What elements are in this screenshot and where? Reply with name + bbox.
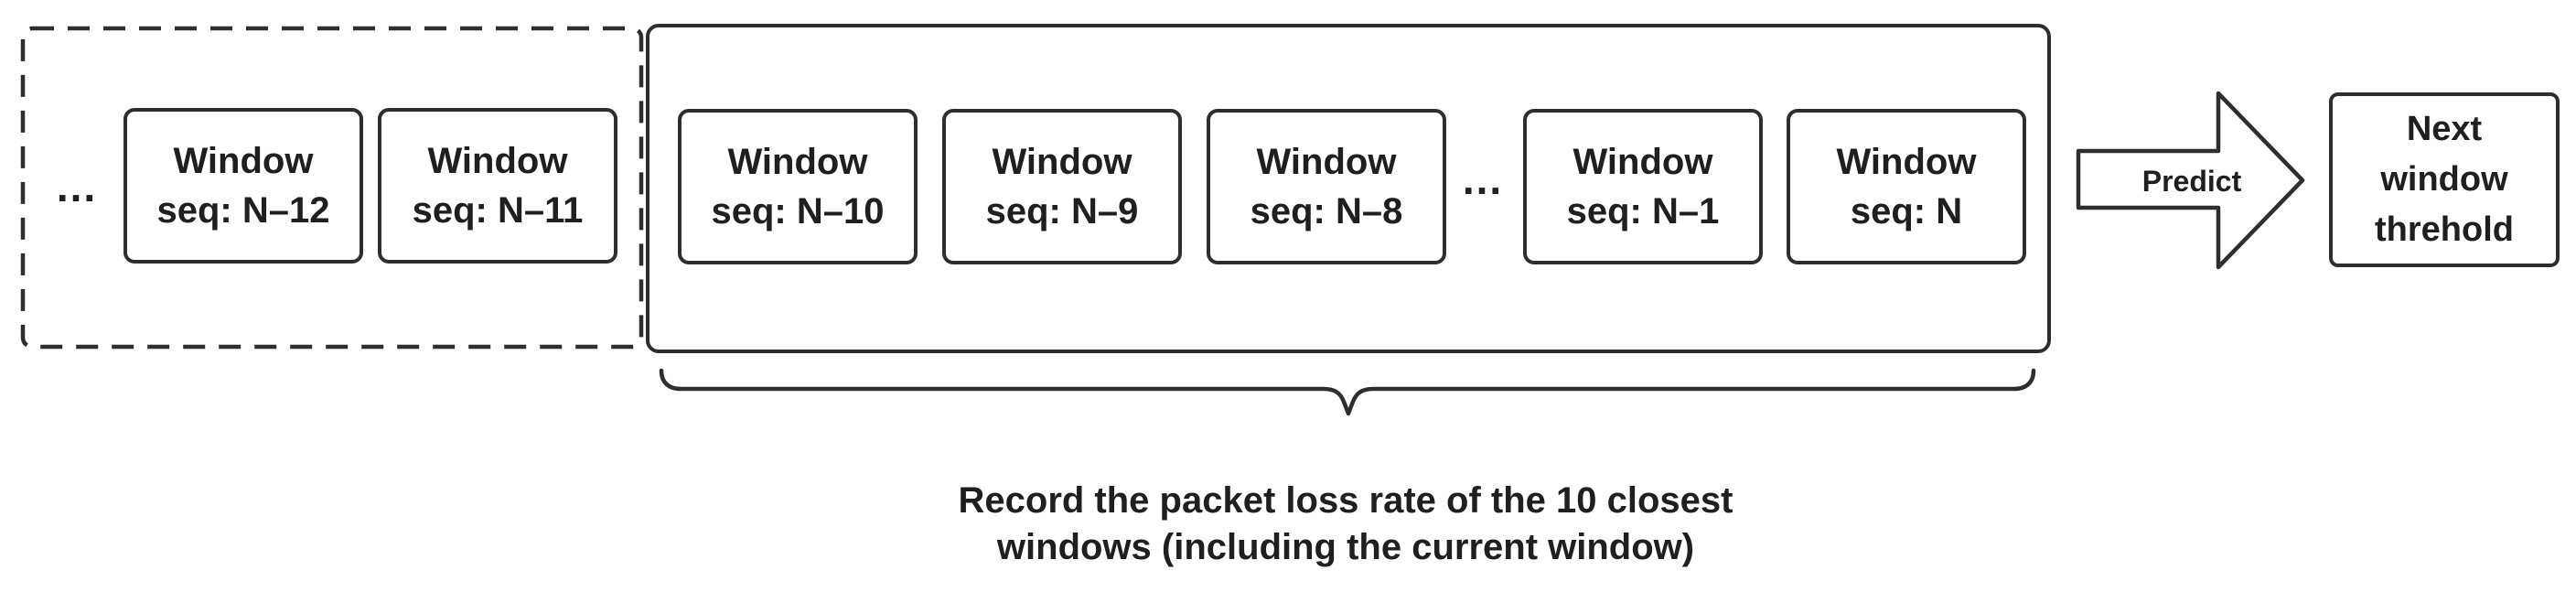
- brace-caption-line-2: windows (including the current window): [996, 527, 1695, 567]
- window-box-title: Window: [1836, 142, 1977, 182]
- window-box-n: Window seq: N: [1787, 109, 2026, 264]
- window-box-title: Window: [992, 142, 1132, 182]
- window-box-seq: seq: N: [1850, 191, 1963, 231]
- brace-caption: Record the packet loss rate of the 10 cl…: [705, 478, 1986, 571]
- window-box-seq: seq: N–8: [1250, 191, 1403, 231]
- result-box-line: threhold: [2375, 210, 2514, 249]
- predict-arrow-label: Predict: [2141, 165, 2242, 198]
- recent-ellipsis: ...: [1462, 156, 1504, 203]
- window-box-title: Window: [427, 141, 568, 181]
- expired-windows-dashed-outline: [20, 26, 644, 350]
- curly-brace: [659, 368, 2036, 416]
- window-box-n-11: Window seq: N–11: [378, 108, 617, 264]
- result-box-line: Next: [2406, 110, 2483, 148]
- window-box-title: Window: [1256, 142, 1397, 182]
- result-box-line: window: [2380, 160, 2508, 199]
- brace-caption-line-1: Record the packet loss rate of the 10 cl…: [958, 480, 1733, 521]
- next-window-threshold-box: Next window threhold: [2329, 92, 2560, 267]
- window-box-seq: seq: N–11: [412, 190, 584, 231]
- window-box-n-9: Window seq: N–9: [942, 109, 1182, 264]
- window-box-title: Window: [173, 141, 314, 181]
- window-box-seq: seq: N–12: [156, 190, 330, 231]
- window-box-seq: seq: N–10: [711, 191, 885, 231]
- window-box-n-8: Window seq: N–8: [1207, 109, 1446, 264]
- window-box-n-1: Window seq: N–1: [1523, 109, 1763, 264]
- window-box-seq: seq: N–1: [1566, 191, 1720, 231]
- window-box-title: Window: [1572, 142, 1713, 182]
- predict-arrow-shape: [2076, 91, 2305, 270]
- history-ellipsis: ...: [56, 163, 98, 210]
- window-box-title: Window: [727, 142, 868, 182]
- window-box-n-10: Window seq: N–10: [678, 109, 918, 264]
- window-box-seq: seq: N–9: [985, 191, 1139, 231]
- window-box-n-12: Window seq: N–12: [123, 108, 363, 264]
